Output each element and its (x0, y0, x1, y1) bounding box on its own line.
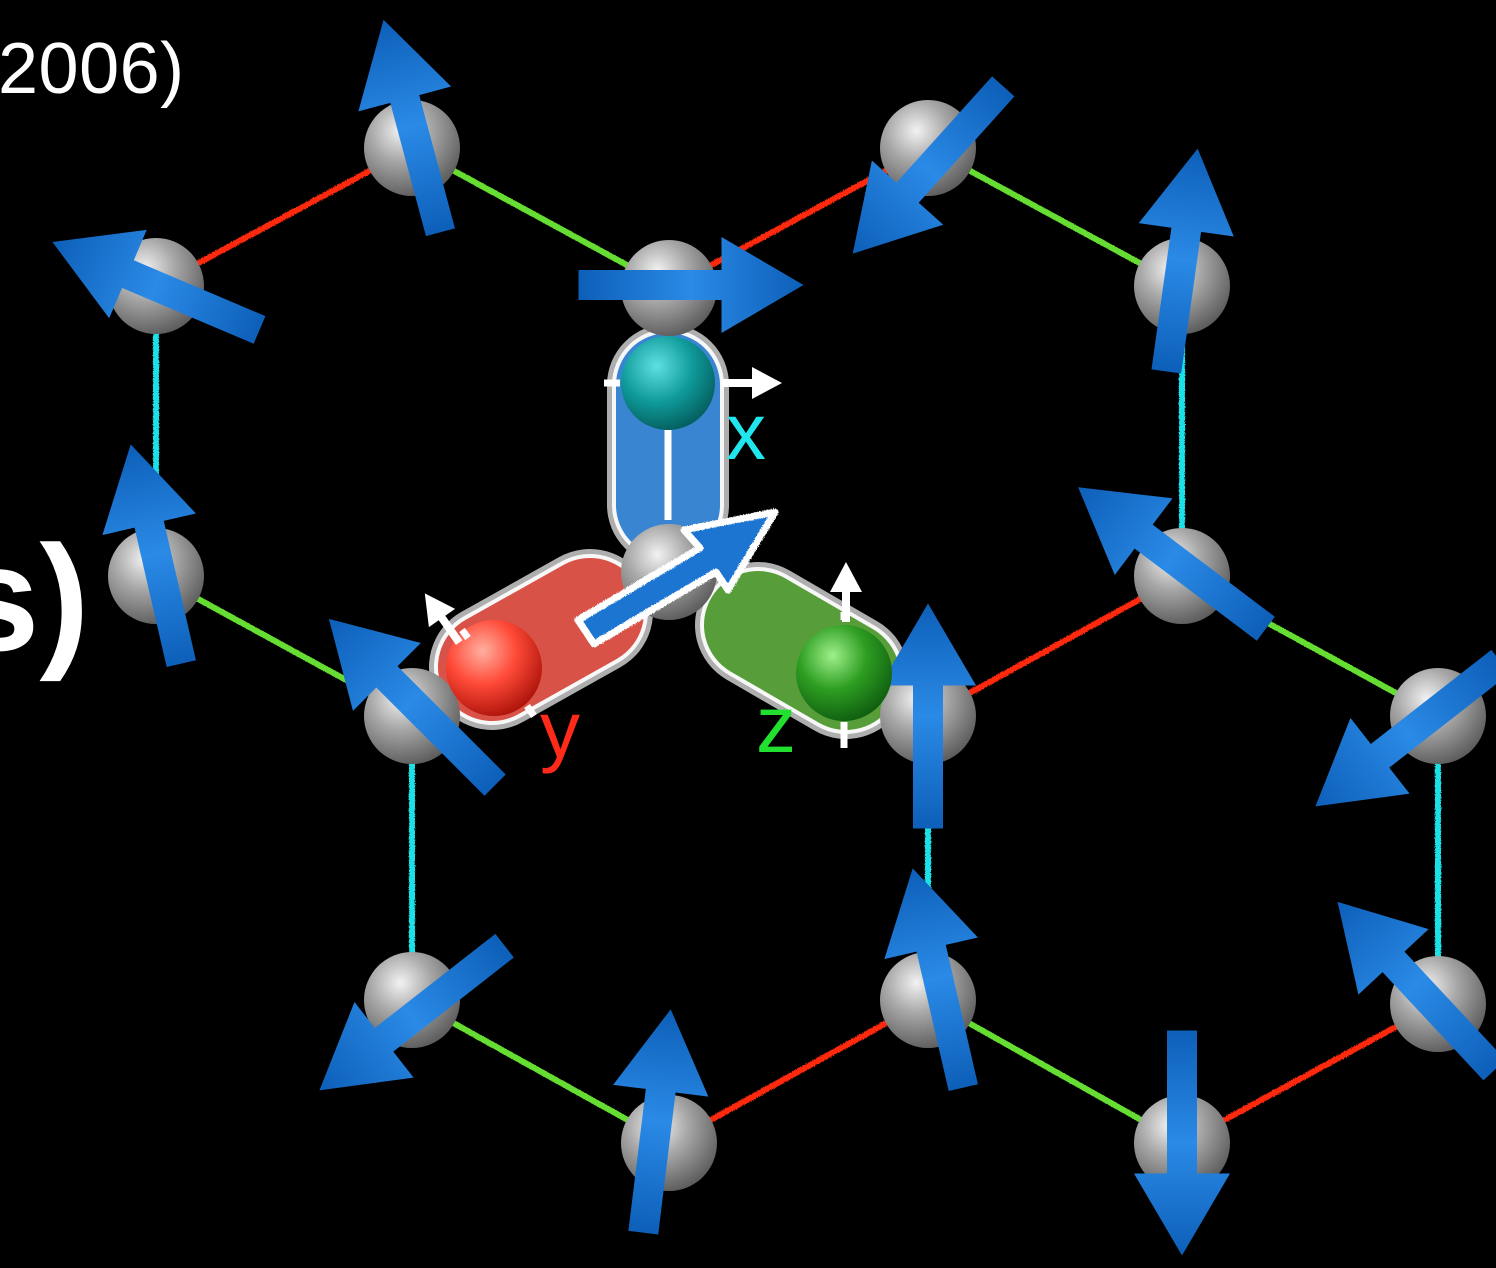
spin-arrow-icon (578, 237, 804, 333)
orbital-tick (524, 703, 537, 719)
spin-arrow-icon (1315, 649, 1496, 807)
title-fragment: s) (0, 514, 90, 682)
bond-z (925, 997, 1185, 1146)
bond-z (925, 145, 1185, 289)
orbital-tick (459, 627, 471, 641)
spin-arrow-icon (52, 229, 266, 344)
orbital-x-sphere-icon (621, 336, 715, 430)
orbital-z-sphere-icon (796, 625, 892, 721)
spin-arrow-icon (102, 444, 196, 667)
bond-label-x: x (726, 387, 766, 476)
spin-arrow-icon (328, 618, 506, 796)
orbital-y-sphere-icon (446, 620, 542, 716)
orbital-overlay-layer (424, 336, 892, 748)
bond-y (1179, 1001, 1441, 1146)
citation-fragment: 2006) (0, 29, 185, 109)
orbital-direction-arrow-icon (830, 562, 862, 622)
bond-y (153, 145, 415, 289)
spin-arrow-icon (884, 868, 978, 1091)
spin-arrow-icon (1337, 901, 1496, 1081)
bond-label-y: y (540, 685, 580, 774)
spin-arrow-icon (880, 603, 976, 829)
hollow-field-arrow-icon (574, 508, 779, 648)
bond-y (925, 573, 1185, 719)
orbital-direction-arrow-icon (722, 367, 782, 399)
cropped-glyph-icon: ⟩ (0, 278, 5, 348)
bond-y (666, 145, 931, 291)
spin-layer (52, 19, 1496, 1256)
bond-z (409, 145, 672, 291)
spin-arrow-icon (613, 1009, 709, 1235)
bond-y (666, 997, 931, 1146)
bond-z (409, 997, 672, 1146)
spin-arrow-icon (319, 933, 514, 1091)
spin-arrow-icon (358, 19, 455, 237)
spin-arrow-icon (852, 76, 1015, 254)
spin-arrow-icon (1078, 487, 1275, 641)
orbital-direction-arrow-icon (424, 593, 463, 645)
spin-arrow-icon (1138, 148, 1234, 374)
spin-arrow-icon (1134, 1030, 1230, 1256)
bond-label-z: z (756, 680, 796, 769)
